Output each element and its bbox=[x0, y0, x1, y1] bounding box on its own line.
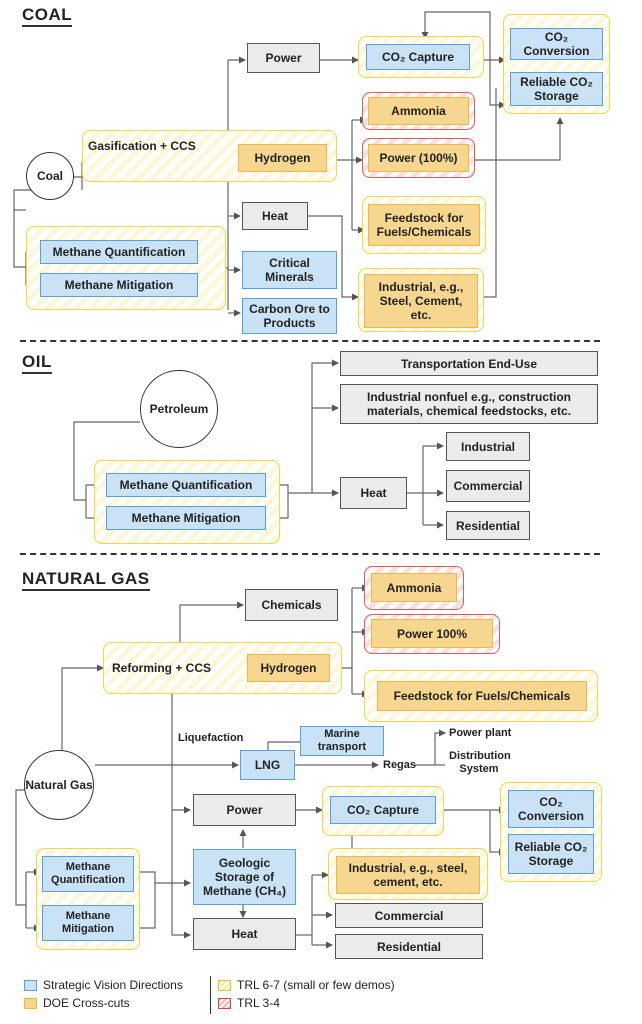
legend-doe-label: DOE Cross-cuts bbox=[43, 996, 130, 1010]
oil-methane-quantification-node: Methane Quantification bbox=[106, 473, 266, 497]
legend-trl67-label: TRL 6-7 (small or few demos) bbox=[237, 978, 395, 992]
coal-power-100-node: Power (100%) bbox=[368, 144, 469, 172]
oil-commercial-node: Commercial bbox=[446, 470, 530, 502]
legend-swatch-blue bbox=[24, 979, 37, 991]
gas-reforming-label: Reforming + CCS bbox=[112, 661, 212, 675]
oil-residential-node: Residential bbox=[446, 511, 530, 540]
section-title-natural-gas: NATURAL GAS bbox=[22, 570, 150, 591]
legend-separator bbox=[210, 976, 211, 1014]
gas-power-node: Power bbox=[193, 794, 296, 826]
coal-reliable-storage-node: Reliable CO₂ Storage bbox=[510, 72, 603, 106]
coal-methane-mitigation-node: Methane Mitigation bbox=[40, 273, 198, 297]
gas-residential-node: Residential bbox=[335, 934, 483, 959]
coal-industrial-node: Industrial, e.g., Steel, Cement, etc. bbox=[364, 274, 478, 328]
oil-source-node: Petroleum bbox=[140, 370, 218, 448]
legend-trl34: TRL 3-4 bbox=[218, 996, 280, 1010]
oil-industrial-nonfuel-node: Industrial nonfuel e.g., construction ma… bbox=[340, 384, 598, 424]
gas-distribution-label: Distribution System bbox=[449, 750, 511, 775]
gas-geologic-storage-node: Geologic Storage of Methane (CH₄) bbox=[193, 849, 296, 905]
gas-source-node: Natural Gas bbox=[24, 750, 94, 820]
oil-heat-node: Heat bbox=[340, 477, 407, 509]
section-divider bbox=[20, 553, 600, 555]
section-title-oil: OIL bbox=[22, 353, 52, 374]
gas-regas-label: Regas bbox=[383, 759, 417, 771]
gas-chemicals-node: Chemicals bbox=[245, 589, 338, 621]
gas-hydrogen-node: Hydrogen bbox=[247, 654, 330, 682]
coal-ammonia-node: Ammonia bbox=[368, 97, 469, 125]
gas-commercial-node: Commercial bbox=[335, 903, 483, 928]
legend-doe: DOE Cross-cuts bbox=[24, 996, 130, 1010]
legend-trl34-label: TRL 3-4 bbox=[237, 996, 280, 1010]
oil-industrial-node: Industrial bbox=[446, 432, 530, 461]
coal-feedstock-node: Feedstock for Fuels/Chemicals bbox=[368, 204, 480, 246]
legend-strategic-label: Strategic Vision Directions bbox=[43, 978, 183, 992]
oil-methane-mitigation-node: Methane Mitigation bbox=[106, 506, 266, 530]
coal-co2-conversion-node: CO₂ Conversion bbox=[510, 28, 603, 60]
section-divider bbox=[20, 340, 600, 342]
legend-swatch-gold bbox=[24, 997, 37, 1009]
gas-methane-mitigation-node: Methane Mitigation bbox=[42, 905, 134, 941]
gas-marine-transport-node: Marine transport bbox=[300, 726, 384, 756]
section-title-coal: COAL bbox=[22, 6, 73, 27]
oil-transportation-node: Transportation End-Use bbox=[340, 351, 598, 376]
gas-reliable-storage-node: Reliable CO₂ Storage bbox=[508, 834, 594, 874]
coal-power-node: Power bbox=[247, 43, 320, 73]
legend-strategic: Strategic Vision Directions bbox=[24, 978, 183, 992]
gas-heat-node: Heat bbox=[193, 918, 296, 950]
gas-methane-quantification-node: Methane Quantification bbox=[42, 856, 134, 892]
coal-critical-minerals-node: Critical Minerals bbox=[242, 251, 337, 289]
coal-carbon-ore-node: Carbon Ore to Products bbox=[242, 298, 337, 334]
gas-feedstock-node: Feedstock for Fuels/Chemicals bbox=[377, 681, 587, 711]
gas-power-plant-label: Power plant bbox=[449, 727, 512, 739]
coal-hydrogen-node: Hydrogen bbox=[238, 144, 327, 172]
gas-liquefaction-label: Liquefaction bbox=[178, 732, 244, 744]
gas-ammonia-node: Ammonia bbox=[371, 573, 457, 602]
coal-methane-quantification-node: Methane Quantification bbox=[40, 240, 198, 264]
coal-co2-capture-node: CO₂ Capture bbox=[366, 44, 470, 70]
gas-co2-capture-node: CO₂ Capture bbox=[330, 796, 436, 824]
coal-source-node: Coal bbox=[26, 152, 74, 200]
gas-lng-node: LNG bbox=[240, 750, 295, 780]
coal-gasification-label: Gasification + CCS bbox=[88, 139, 196, 153]
legend-swatch-yellow-hatch bbox=[218, 979, 231, 991]
coal-heat-node: Heat bbox=[242, 202, 308, 230]
legend-swatch-red-hatch bbox=[218, 997, 231, 1009]
gas-industrial-node: Industrial, e.g., steel, cement, etc. bbox=[336, 856, 480, 894]
trl-wrapper bbox=[26, 226, 226, 310]
gas-power-100-node: Power 100% bbox=[371, 619, 493, 648]
gas-co2-conversion-node: CO₂ Conversion bbox=[508, 790, 594, 828]
legend-trl67: TRL 6-7 (small or few demos) bbox=[218, 978, 395, 992]
